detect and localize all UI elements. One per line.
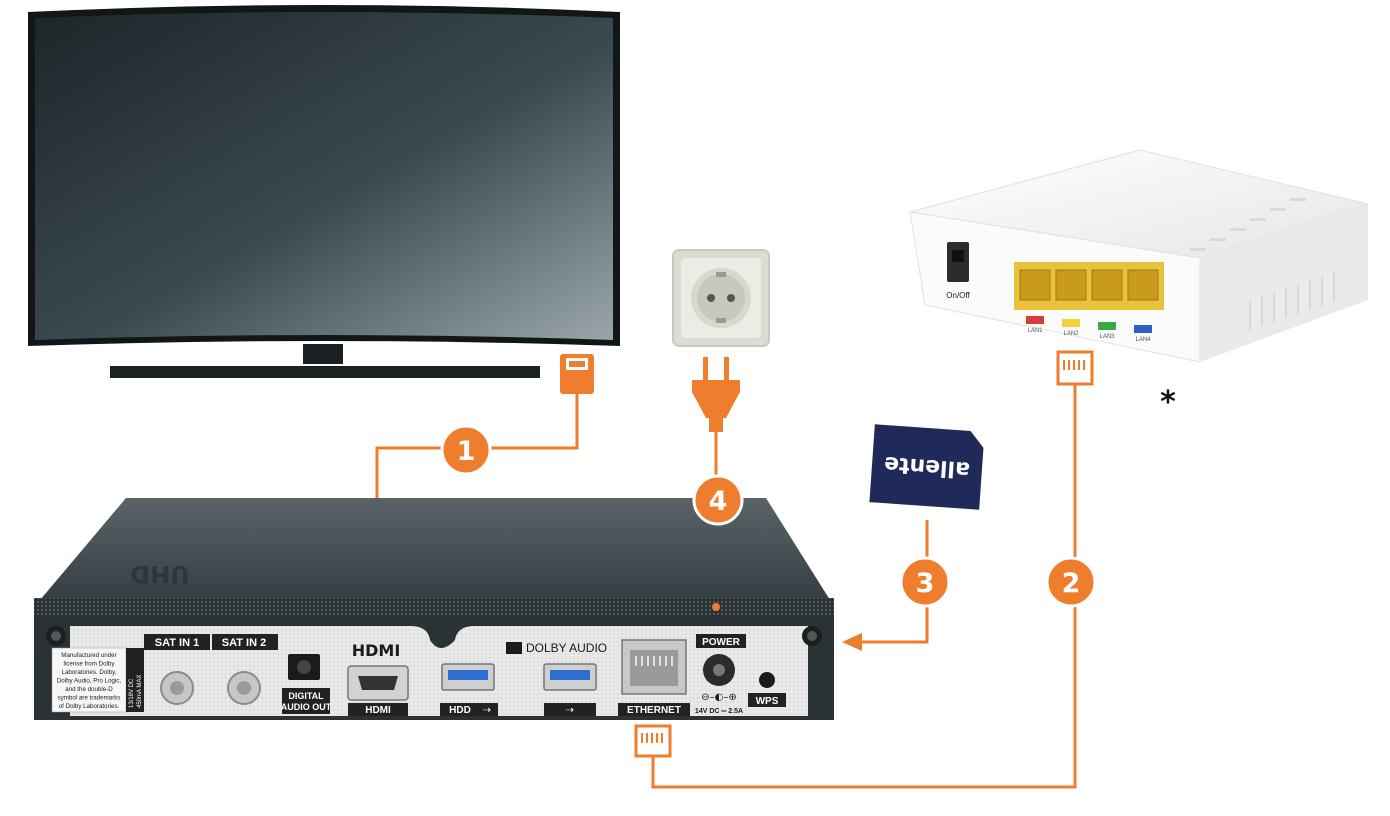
ethernet-plug-stb [634,724,672,758]
dolby-label: DOLBY AUDIO [526,641,607,655]
tv-stand [110,366,540,378]
digital-audio-out-label-2: AUDIO OUT [281,702,332,712]
stb-top-logo: UHD [130,560,190,588]
stb-top [40,498,830,600]
step-number-2: 2 [1062,568,1081,599]
power-led [712,603,720,611]
license-line: symbol are trademarks [58,695,121,702]
power-port [703,654,735,686]
card-arrow-head [842,633,862,651]
license-box [51,647,127,713]
lnb-spec-1: 13/18V DC [129,678,135,708]
set-top-box: UHD Manufactured under license from Dolby… [34,498,834,720]
router-onoff-label: On/Off [946,291,970,300]
tv-neck [303,344,343,364]
digital-audio-out-label-1: DIGITAL [288,691,324,701]
router-leds [1190,198,1306,251]
license-text: Manufactured under license from DolbyLabo… [57,652,122,710]
usb-icon-2: ⇢ [566,705,574,716]
sat-in-2-label: SAT IN 2 [222,637,266,649]
tv-screen [35,12,613,340]
step-badge-2: 2 [1045,556,1097,608]
power-spec: 14V DC ═ 2.5A [695,708,743,715]
sat-in-1-label: SAT IN 1 [155,637,199,649]
license-line: Laboratories. Dolby, [62,669,117,676]
sat-in-2-port [227,671,261,705]
router-lan-label: LAN2 [1063,331,1079,337]
router-lan-color-tag [1026,316,1044,324]
ethernet-port [621,639,687,695]
license-line: Manufactured under [61,652,116,659]
hdmi-port [347,665,409,701]
step-number-1: 1 [457,436,476,467]
license-line: of Dolby Laboratories. [59,703,120,710]
router-lan-label: LAN1 [1027,328,1043,334]
router-lan-color-tag [1062,319,1080,327]
router-lan-color-tag [1098,322,1116,330]
router-lan-label: LAN3 [1099,334,1115,340]
wps-button [759,672,775,688]
usb-icon: ⇢ [483,705,491,716]
router-lan-port [1019,269,1051,301]
license-line: and the double-D [65,686,113,693]
hdmi-plug-tv [560,354,594,394]
wall-socket [672,249,770,347]
router-vents [1249,272,1335,330]
usb-port [543,663,597,691]
television [28,5,620,378]
step-badge-1: 1 [440,424,492,476]
router-lan-port [1127,269,1159,301]
footnote-asterisk: * [1160,385,1176,420]
router-lan-color-tag [1134,325,1152,333]
step-badge-3: 3 [899,556,951,608]
hdmi-logo: HDMI [352,641,401,660]
allente-card: allente [869,424,984,510]
digital-audio-out-port [288,654,320,680]
step-number-3: 3 [916,568,935,599]
license-line: license from Dolby [64,661,116,668]
license-line: Dolby Audio, Pro Logic, [57,678,122,685]
dolby-icon [506,642,522,654]
ethernet-plug-router [1056,350,1094,386]
hdmi-label: HDMI [365,705,391,716]
router-lan-port [1055,269,1087,301]
wps-label: WPS [756,696,779,707]
power-plug [692,357,740,432]
card-brand: allente [883,451,970,482]
router-lan-label: LAN4 [1135,337,1151,343]
step-badge-4: 4 [692,474,744,526]
sat-in-1-port [160,671,194,705]
step-number-4: 4 [709,486,728,517]
ethernet-label: ETHERNET [627,705,681,716]
lnb-spec-2: 450mA MAX [137,675,143,708]
hdd-label: HDD [449,705,471,716]
router-lan-port [1091,269,1123,301]
stb-grille [34,598,834,618]
power-label: POWER [702,637,741,648]
usb-hdd-port [441,663,495,691]
polarity-icon: ⊖–◐–⊕ [701,692,736,703]
